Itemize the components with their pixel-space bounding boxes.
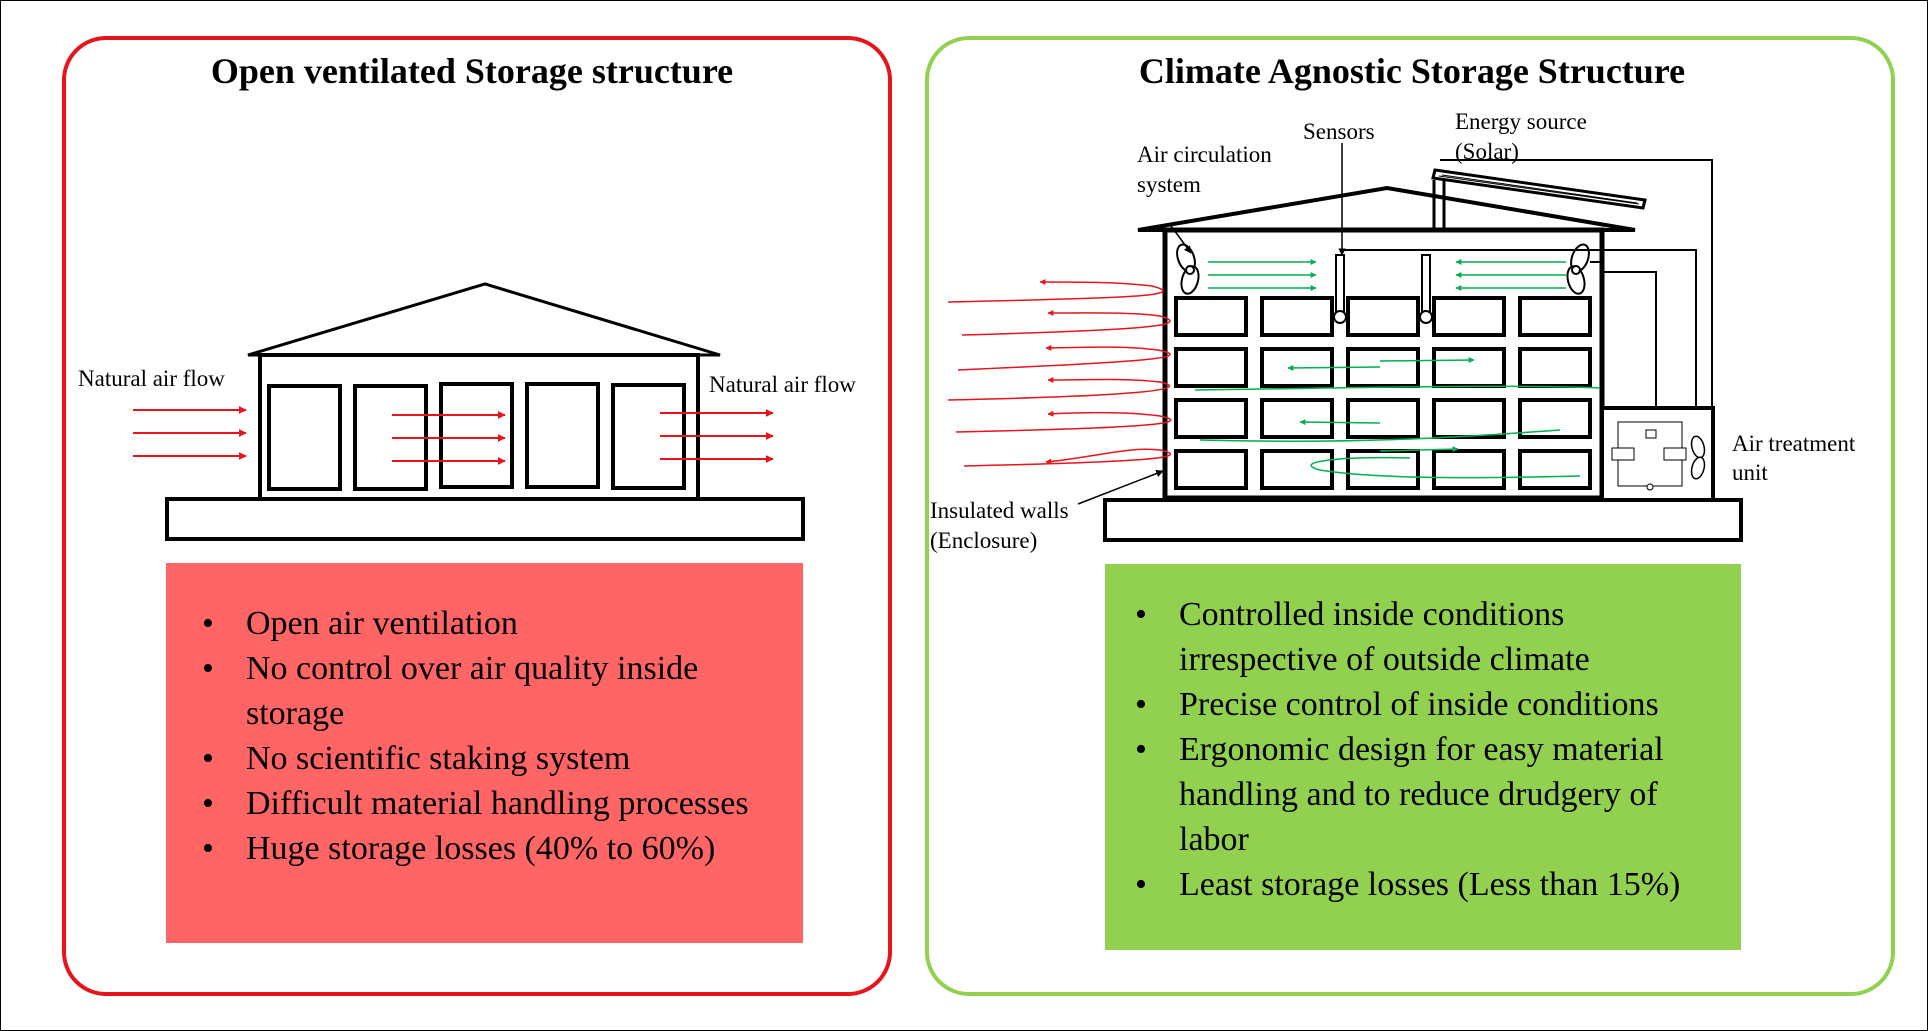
- open-storage-title: Open ventilated Storage structure: [210, 51, 734, 91]
- natural-air-flow-out-label: Natural air flow: [709, 372, 856, 397]
- open-storage-features-list: Open air ventilation No control over air…: [200, 601, 783, 871]
- feature-item: Least storage losses (Less than 15%): [1133, 862, 1731, 907]
- roof: [247, 282, 721, 357]
- wiring: [1344, 159, 1713, 410]
- natural-air-flow-in-label: Natural air flow: [78, 366, 225, 391]
- natural-air-flow-arrows: [133, 406, 774, 465]
- insulated-walls-label-line1: Insulated walls: [930, 498, 1069, 523]
- building-base: [165, 497, 805, 541]
- solar-panel: [1431, 168, 1647, 230]
- building-base: [1103, 498, 1743, 542]
- climate-agnostic-title: Climate Agnostic Storage Structure: [1138, 51, 1686, 91]
- feature-item: Precise control of inside conditions: [1133, 682, 1731, 727]
- insulated-walls-label-line2: (Enclosure): [930, 528, 1038, 553]
- air-treatment-label-line2: unit: [1732, 460, 1768, 485]
- sensors: [1333, 254, 1433, 324]
- climate-agnostic-features-box: Controlled inside conditions irrespectiv…: [1105, 564, 1741, 950]
- climate-agnostic-building: [947, 143, 1743, 542]
- feature-item: Huge storage losses (40% to 60%): [200, 826, 783, 871]
- sensors-label: Sensors: [1303, 119, 1375, 144]
- air-circulation-label-line1: Air circulation: [1137, 142, 1272, 167]
- storage-stacks: [1174, 296, 1592, 490]
- air-treatment-unit: [1600, 406, 1715, 502]
- energy-source-label-line1: Energy source: [1455, 109, 1587, 134]
- inside-air-circulation: [1194, 259, 1601, 479]
- feature-item: No scientific staking system: [200, 736, 783, 781]
- feature-item: Ergonomic design for easy material handl…: [1133, 727, 1731, 862]
- open-storage-features-box: Open air ventilation No control over air…: [166, 563, 803, 943]
- feature-item: No control over air quality inside stora…: [200, 646, 783, 736]
- outside-air-curves: [947, 279, 1172, 467]
- air-circulation-label-line2: system: [1137, 172, 1201, 197]
- feature-item: Controlled inside conditions irrespectiv…: [1133, 592, 1731, 682]
- energy-source-label-line2: (Solar): [1455, 139, 1519, 164]
- open-storage-building: [133, 282, 805, 541]
- feature-item: Open air ventilation: [200, 601, 783, 646]
- air-treatment-label-line1: Air treatment: [1732, 431, 1856, 456]
- label-pointers: [1077, 143, 1346, 505]
- storage-bays: [267, 382, 686, 491]
- feature-item: Difficult material handling processes: [200, 781, 783, 826]
- climate-agnostic-features-list: Controlled inside conditions irrespectiv…: [1133, 592, 1731, 907]
